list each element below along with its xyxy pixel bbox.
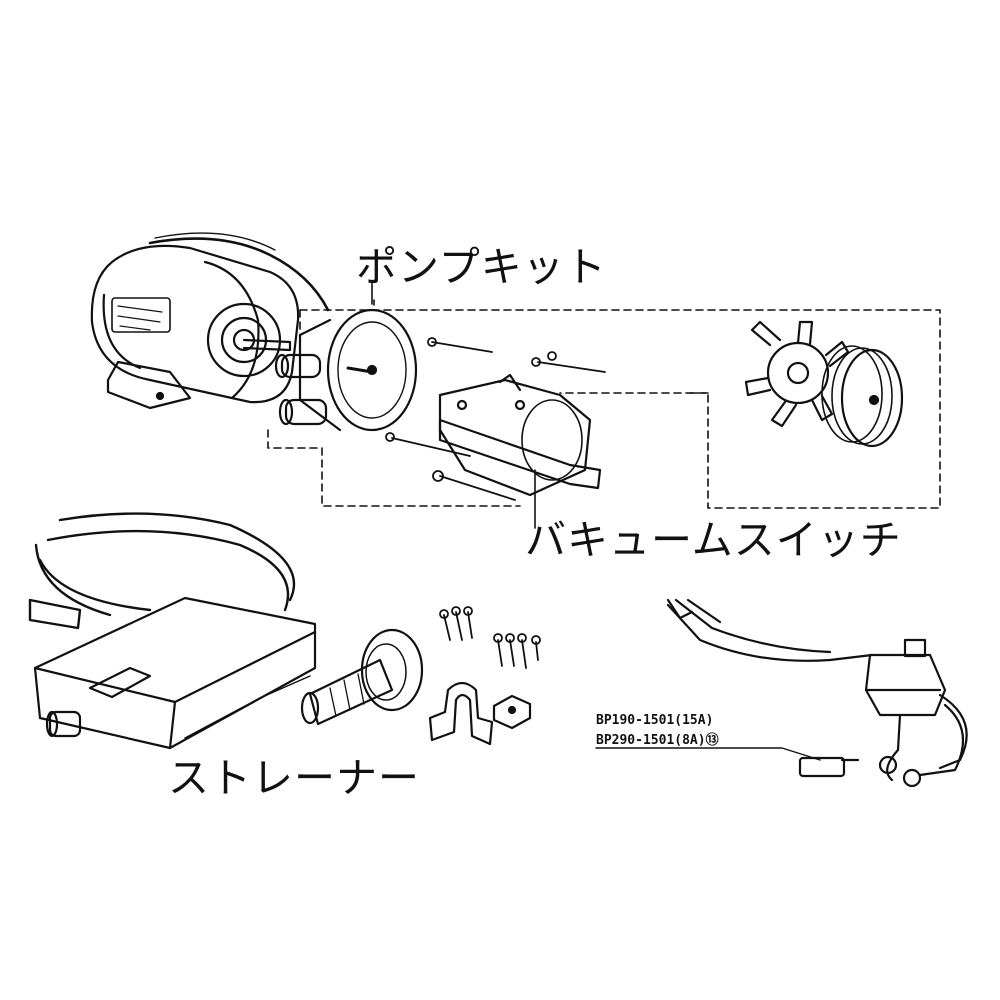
- strainer-box: [33, 596, 317, 750]
- through-hull-fitting: [300, 628, 424, 726]
- hose-clamp: [428, 681, 494, 746]
- mount-block: [492, 694, 532, 730]
- label-pump-kit: ポンプキット: [356, 243, 607, 291]
- switch-wiring-unit: [666, 598, 968, 788]
- vacuum-switch-leader: [371, 281, 536, 529]
- pump-head: [274, 308, 418, 432]
- part-number-8a: BP290-1501(8A)⑬: [596, 733, 719, 748]
- label-vacuum-switch: バキュームスイッチ: [525, 516, 902, 564]
- part-number-underline: [595, 747, 821, 761]
- pump-motor: [90, 232, 330, 410]
- screws: [385, 337, 606, 501]
- part-number-15a: BP190-1501(15A): [596, 713, 714, 728]
- pump-kit-bracket: [267, 299, 941, 509]
- hose-coil: [28, 512, 296, 630]
- end-cap: [821, 345, 904, 448]
- small-screws: [439, 606, 541, 669]
- vacuum-switch-body: [438, 373, 602, 497]
- label-strainer: ストレーナー: [168, 754, 420, 802]
